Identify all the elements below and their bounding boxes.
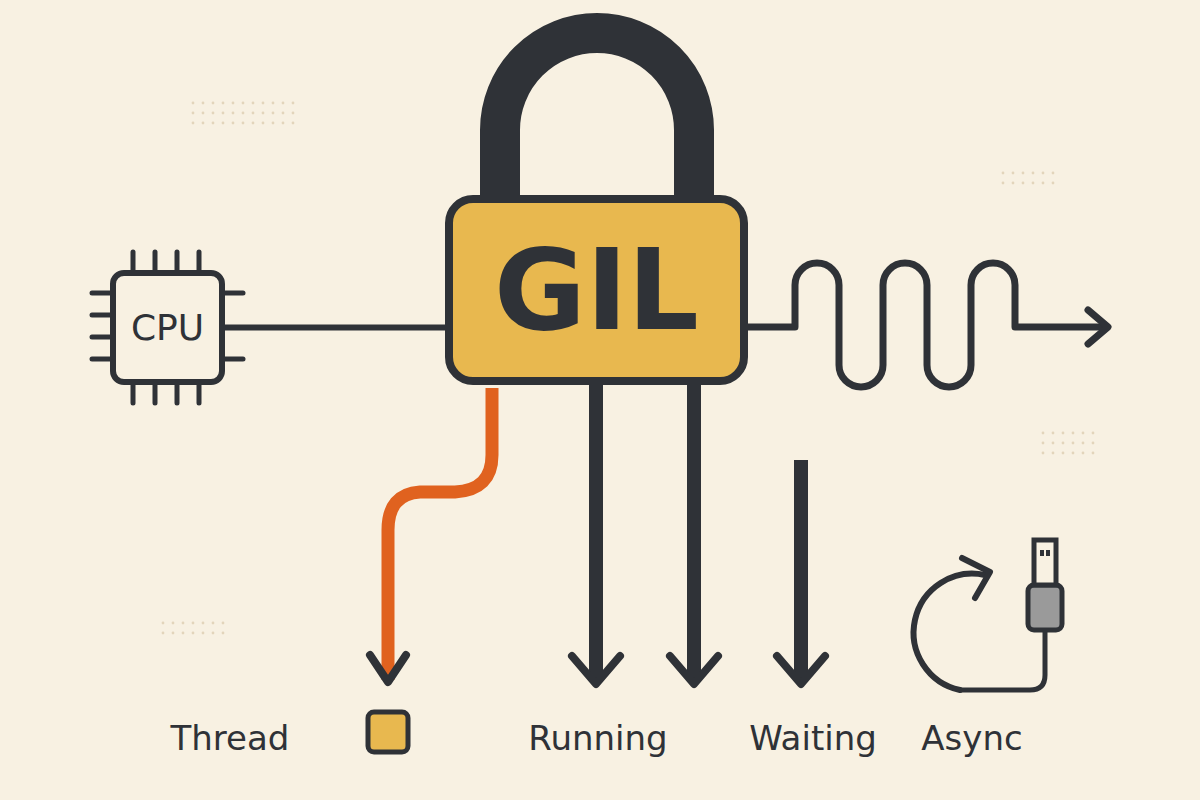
connector-line	[225, 327, 445, 328]
wavy-line	[745, 263, 1105, 387]
async-cycle	[914, 574, 985, 690]
arrowhead	[777, 656, 825, 684]
padlock-shackle	[500, 33, 694, 200]
caption-label: Async	[921, 718, 1022, 758]
dot-grid	[160, 620, 230, 640]
usb-plug	[1028, 540, 1062, 630]
gil-lock-body: GIL	[445, 195, 748, 385]
arrowhead	[370, 655, 406, 682]
usb-cable	[960, 628, 1045, 690]
caption-label: Running	[528, 718, 667, 758]
arrowhead	[962, 558, 990, 598]
waiting-arrow	[794, 460, 808, 680]
node-text: GIL	[494, 234, 699, 346]
caption-label: Thread	[171, 718, 290, 758]
running-arrows	[596, 385, 694, 680]
thread-marker	[368, 712, 408, 752]
thread-path	[388, 388, 492, 680]
dot-grid	[190, 95, 300, 125]
arrowhead	[1088, 310, 1108, 344]
arrowheads	[572, 656, 718, 684]
chip-pins	[92, 252, 243, 403]
node-text: CPU	[131, 310, 204, 346]
cpu-chip: CPU	[110, 270, 225, 385]
dot-grid	[1000, 165, 1060, 185]
caption-label: Waiting	[749, 718, 877, 758]
dot-grid	[1040, 430, 1100, 460]
